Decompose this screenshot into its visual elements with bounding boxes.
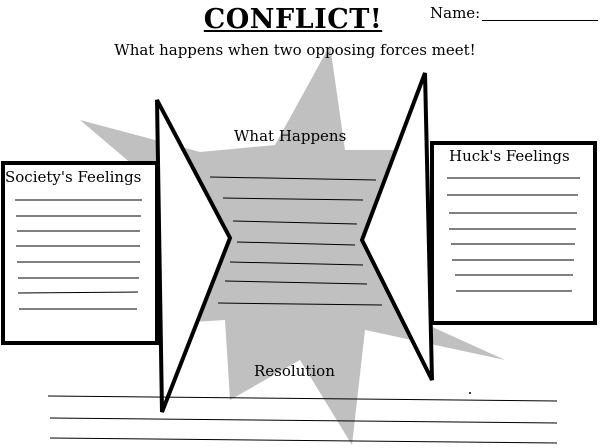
what-happens-lines bbox=[209, 176, 383, 306]
writing-line[interactable] bbox=[49, 417, 558, 424]
resolution-title: Resolution bbox=[254, 362, 335, 380]
writing-line[interactable] bbox=[236, 241, 356, 246]
huck-feelings-title: Huck's Feelings bbox=[449, 147, 570, 165]
writing-line[interactable] bbox=[47, 395, 558, 402]
society-feelings-box bbox=[1, 161, 159, 345]
writing-line[interactable] bbox=[222, 197, 364, 201]
worksheet-title: CONFLICT! bbox=[203, 4, 383, 35]
right-force-shape bbox=[359, 72, 434, 381]
left-force-shape bbox=[155, 99, 233, 413]
writing-line[interactable] bbox=[229, 261, 364, 266]
writing-line[interactable] bbox=[209, 176, 377, 181]
stray-dot bbox=[469, 392, 471, 394]
resolution-lines bbox=[47, 395, 558, 444]
society-feelings-title: Society's Feelings bbox=[5, 168, 142, 186]
writing-line[interactable] bbox=[49, 437, 558, 444]
writing-line[interactable] bbox=[217, 302, 383, 306]
what-happens-title: What Happens bbox=[234, 127, 347, 145]
society-feelings-lines bbox=[15, 199, 142, 310]
writing-line[interactable] bbox=[17, 291, 139, 294]
name-label: Name: bbox=[430, 4, 481, 22]
writing-line[interactable] bbox=[232, 220, 358, 225]
writing-line[interactable] bbox=[224, 280, 368, 285]
huck-feelings-lines bbox=[447, 177, 580, 292]
huck-feelings-box bbox=[430, 141, 597, 325]
name-field[interactable] bbox=[482, 20, 598, 21]
worksheet-subtitle: What happens when two opposing forces me… bbox=[114, 41, 476, 59]
conflict-burst-shape bbox=[80, 45, 505, 445]
